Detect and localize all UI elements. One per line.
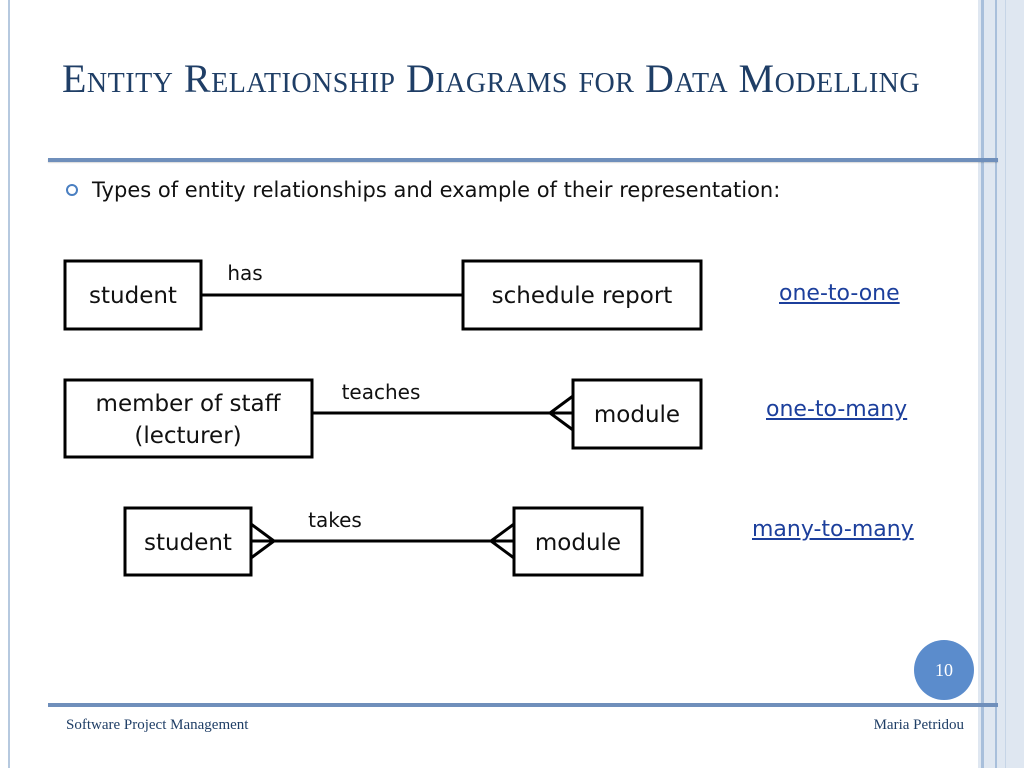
footer-course-name: Software Project Management bbox=[66, 717, 249, 733]
relationship-label-teaches: teaches bbox=[342, 380, 421, 404]
crows-foot-many-icon bbox=[547, 394, 574, 432]
page-number-badge: 10 bbox=[914, 640, 974, 700]
entity-label-lecturer: (lecturer) bbox=[134, 423, 241, 449]
slide-title: Entity Relationship Diagrams for Data Mo… bbox=[62, 56, 921, 101]
entity-label-student: student bbox=[89, 283, 177, 309]
entity-label-module: module bbox=[535, 530, 621, 556]
entity-box-member-of-staff bbox=[63, 378, 314, 459]
relationship-label-takes: takes bbox=[308, 508, 362, 532]
entity-box-schedule-report bbox=[461, 259, 703, 331]
relationship-one-to-many: member of staff (lecturer) module teache… bbox=[63, 378, 703, 459]
relationship-label-has: has bbox=[227, 261, 262, 285]
right-border-line bbox=[981, 0, 984, 768]
link-one-to-one[interactable]: one-to-one bbox=[779, 281, 900, 306]
link-one-to-many[interactable]: one-to-many bbox=[766, 397, 908, 422]
entity-box-student bbox=[123, 506, 253, 577]
bullet-circle-icon bbox=[66, 184, 78, 196]
crows-foot-many-icon bbox=[488, 522, 515, 560]
relationship-many-to-many: student module takes bbox=[123, 506, 644, 577]
entity-label-module: module bbox=[594, 402, 680, 428]
right-border-band bbox=[978, 0, 1024, 768]
entity-label-student: student bbox=[144, 530, 232, 556]
entity-box-student bbox=[63, 259, 203, 331]
link-many-to-many[interactable]: many-to-many bbox=[752, 517, 914, 542]
entity-label-member-of-staff: member of staff bbox=[96, 391, 282, 417]
right-border-line bbox=[1005, 0, 1006, 768]
footer-divider bbox=[48, 703, 998, 707]
right-border-line bbox=[995, 0, 997, 768]
bullet-point: Types of entity relationships and exampl… bbox=[66, 178, 780, 202]
bullet-text: Types of entity relationships and exampl… bbox=[92, 178, 781, 202]
entity-box-module bbox=[512, 506, 644, 577]
left-border-line bbox=[8, 0, 10, 768]
entity-label-schedule-report: schedule report bbox=[492, 283, 673, 309]
crows-foot-many-icon bbox=[250, 522, 277, 560]
footer-author: Maria Petridou bbox=[873, 717, 964, 733]
relationship-one-to-one: student schedule report has bbox=[63, 259, 703, 331]
title-divider bbox=[48, 158, 998, 162]
entity-box-module bbox=[571, 378, 703, 450]
